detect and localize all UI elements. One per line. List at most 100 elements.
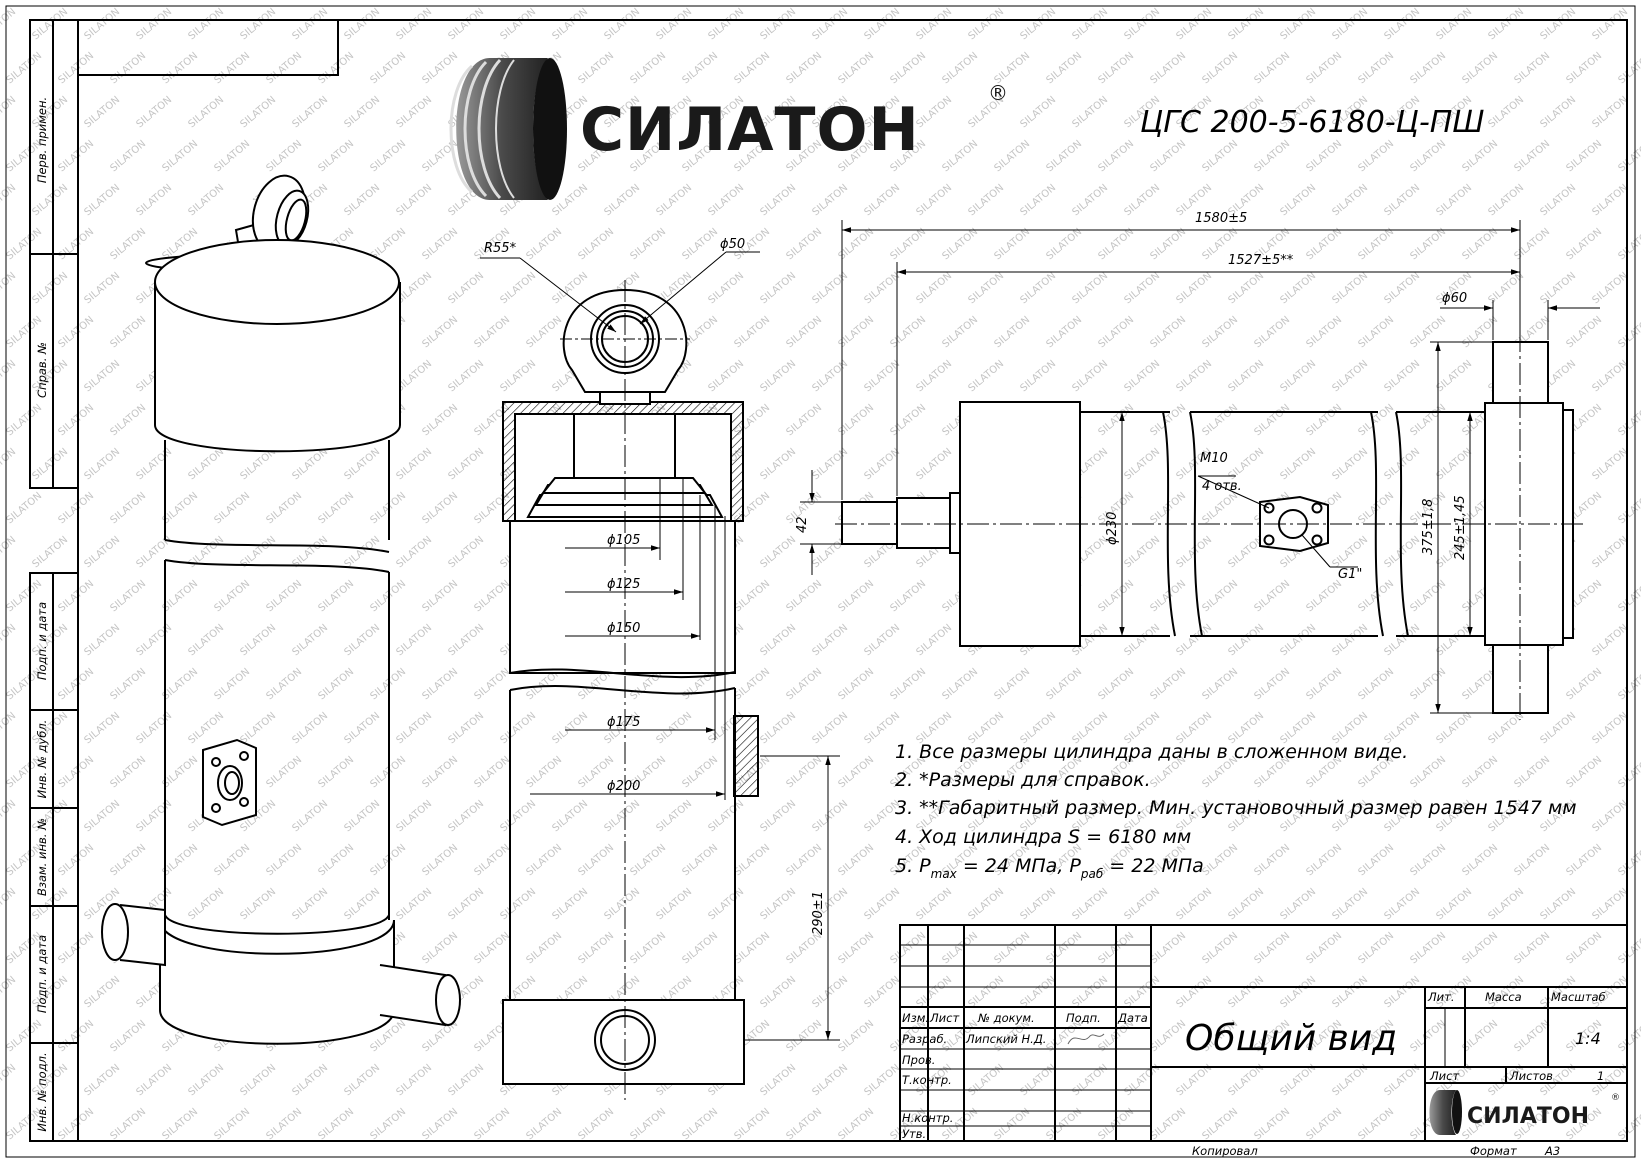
- tb-listov-label: Листов: [1509, 1069, 1553, 1083]
- watermark-text: SILATON: [1616, 842, 1641, 878]
- watermark-text: SILATON: [836, 666, 876, 702]
- note-3: 3. **Габаритный размер. Мин. установочны…: [895, 797, 1577, 819]
- watermark-text: SILATON: [1304, 50, 1344, 86]
- watermark-text: SILATON: [1538, 6, 1578, 42]
- watermark-text: SILATON: [212, 1106, 252, 1142]
- watermark-text: SILATON: [1304, 666, 1344, 702]
- watermark-text: SILATON: [1460, 138, 1500, 174]
- watermark-text: SILATON: [1486, 886, 1526, 922]
- watermark-text: SILATON: [0, 886, 18, 922]
- watermark-text: SILATON: [56, 842, 96, 878]
- tb-doc: № докум.: [977, 1011, 1035, 1025]
- tb-list: Лист: [929, 1011, 959, 1025]
- watermark-text: SILATON: [862, 358, 902, 394]
- watermark-text: SILATON: [810, 710, 850, 746]
- watermark-text: SILATON: [784, 578, 824, 614]
- side-stamp-labels: Перв. примен. Справ. № Подп. и дата Инв.…: [35, 97, 49, 1132]
- technical-notes: 1. Все размеры цилиндра даны в сложенном…: [895, 741, 1577, 881]
- watermark-text: SILATON: [758, 622, 798, 658]
- watermark-text: SILATON: [316, 666, 356, 702]
- watermark-text: SILATON: [82, 798, 122, 834]
- note-5-end: = 22 МПа: [1103, 855, 1204, 877]
- watermark-text: SILATON: [1486, 6, 1526, 42]
- watermark-text: SILATON: [784, 226, 824, 262]
- watermark-text: SILATON: [1304, 842, 1344, 878]
- watermark-text: SILATON: [134, 182, 174, 218]
- watermark-text: SILATON: [1564, 50, 1604, 86]
- watermark-text: SILATON: [1512, 930, 1552, 966]
- dim-h245: 245±1,45: [1453, 495, 1468, 560]
- watermark-text: SILATON: [134, 446, 174, 482]
- watermark-text: SILATON: [1226, 622, 1266, 658]
- watermark-text: SILATON: [212, 666, 252, 702]
- watermark-text: SILATON: [1304, 138, 1344, 174]
- watermark-text: SILATON: [472, 314, 512, 350]
- watermark-text: SILATON: [576, 226, 616, 262]
- watermark-text: SILATON: [82, 534, 122, 570]
- title-block-logo: СИЛАТОН ®: [1429, 1090, 1620, 1135]
- watermark-text: SILATON: [784, 314, 824, 350]
- watermark-text: SILATON: [108, 1018, 148, 1054]
- watermark-text: SILATON: [316, 842, 356, 878]
- watermark-text: SILATON: [862, 270, 902, 306]
- watermark-text: SILATON: [758, 6, 798, 42]
- watermark-text: SILATON: [134, 6, 174, 42]
- watermark-text: SILATON: [1304, 226, 1344, 262]
- tb-kopiroval: Копировал: [1192, 1144, 1258, 1158]
- watermark-text: SILATON: [160, 50, 200, 86]
- watermark-text: SILATON: [4, 226, 44, 262]
- watermark-text: SILATON: [472, 666, 512, 702]
- watermark-text: SILATON: [758, 974, 798, 1010]
- dim-d175: ϕ175: [607, 715, 640, 730]
- watermark-text: SILATON: [1122, 358, 1162, 394]
- watermark-text: SILATON: [1304, 314, 1344, 350]
- watermark-text: SILATON: [524, 226, 564, 262]
- watermark-text: SILATON: [1590, 358, 1630, 394]
- watermark-text: SILATON: [498, 358, 538, 394]
- watermark-text: SILATON: [1616, 490, 1641, 526]
- watermark-text: SILATON: [1356, 226, 1396, 262]
- watermark-text: SILATON: [966, 1062, 1006, 1098]
- note-2: 2. *Размеры для справок.: [895, 769, 1151, 791]
- brand-registered-mark: ®: [988, 81, 1008, 105]
- watermark-text: SILATON: [394, 798, 434, 834]
- watermark-text: SILATON: [56, 1018, 96, 1054]
- side-label-sprav: Справ. №: [35, 342, 49, 398]
- watermark-text: SILATON: [1070, 94, 1110, 130]
- watermark-text: SILATON: [446, 798, 486, 834]
- watermark-text: SILATON: [1122, 270, 1162, 306]
- watermark-text: SILATON: [810, 182, 850, 218]
- tb-list-label: Лист: [1429, 1069, 1459, 1083]
- watermark-text: SILATON: [394, 622, 434, 658]
- watermark-text: SILATON: [550, 798, 590, 834]
- watermark-text: SILATON: [56, 314, 96, 350]
- watermark-text: SILATON: [420, 754, 460, 790]
- watermark-text: SILATON: [82, 974, 122, 1010]
- watermark-text: SILATON: [784, 402, 824, 438]
- watermark-text: SILATON: [680, 1106, 720, 1142]
- watermark-text: SILATON: [1148, 314, 1188, 350]
- watermark-text: SILATON: [1330, 534, 1370, 570]
- watermark-text: SILATON: [1044, 50, 1084, 86]
- watermark-text: SILATON: [1278, 270, 1318, 306]
- watermark-text: SILATON: [30, 446, 70, 482]
- tb-izm: Изм.: [902, 1011, 929, 1025]
- watermark-text: SILATON: [888, 402, 928, 438]
- watermark-text: SILATON: [56, 50, 96, 86]
- watermark-text: SILATON: [290, 94, 330, 130]
- tb-podp: Подп.: [1066, 1011, 1101, 1025]
- watermark-text: SILATON: [576, 1106, 616, 1142]
- watermark-text: SILATON: [1122, 6, 1162, 42]
- signature-mark: [1068, 1034, 1104, 1044]
- watermark-text: SILATON: [1330, 358, 1370, 394]
- tb-format-value: А3: [1544, 1144, 1560, 1158]
- watermark-text: SILATON: [1356, 138, 1396, 174]
- watermark-text: SILATON: [1356, 842, 1396, 878]
- watermark-text: SILATON: [4, 1018, 44, 1054]
- watermark-text: SILATON: [862, 446, 902, 482]
- watermark-text: SILATON: [1304, 402, 1344, 438]
- watermark-text: SILATON: [82, 710, 122, 746]
- watermark-text: SILATON: [576, 930, 616, 966]
- side-stamp: [30, 20, 78, 1141]
- watermark-text: SILATON: [160, 490, 200, 526]
